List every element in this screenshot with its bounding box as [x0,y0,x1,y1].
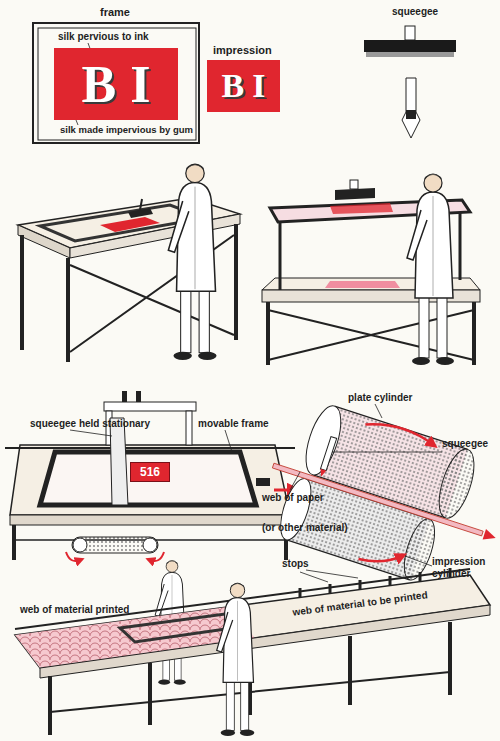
part-label: squeegee held stationary [30,418,150,430]
crossbar [104,402,196,411]
squeegee-blade [366,52,454,57]
part-label: (or other material) [262,522,348,534]
panel-number: 516 [131,463,169,481]
silk-area: BI [54,48,178,120]
worker [407,174,454,365]
table-apron [18,225,70,258]
stencil-letters: BI [54,48,178,120]
squeegee-holder [364,40,456,52]
squeegee-handle [350,180,358,189]
frame-handle [256,478,270,486]
stops [300,568,450,597]
frame-inner-edge [38,28,196,140]
frame-heading: frame [100,6,130,18]
leader-line [300,572,328,582]
cylinder-end [299,402,348,479]
table-apron [10,515,290,525]
cylinder-press [253,394,500,601]
print-image [100,217,160,232]
leader-line [306,570,358,578]
inner-squeegee [320,437,336,471]
movable-frame [40,452,256,505]
part-label: movable frame [198,418,269,430]
part-label: squeegee [442,438,488,450]
conveyor-belt [72,537,158,553]
squeegee-side-view [402,78,420,138]
clamp-knob [122,391,127,402]
table-top [10,445,290,515]
leader-line [70,430,112,436]
printed-letters: BI [207,60,280,112]
roller [73,538,87,552]
squeegee-handle [405,26,415,40]
squeegee-handle [140,199,142,210]
cylinder-end [432,445,481,522]
leader-line [290,472,300,490]
roller [143,538,157,552]
rotation-arrow [150,552,164,561]
squeegee-tip [318,469,326,478]
cylinder-end [275,475,318,543]
rotation-arrow [66,552,80,561]
upright [186,411,192,445]
table-apron [40,605,490,678]
part-label: silk pervious to ink [58,31,149,43]
motion-arrow [483,529,498,543]
leader-line [405,556,432,566]
part-label: squeegee [392,6,438,18]
part-label: web of paper [262,492,324,504]
part-label: web of material printed [20,604,129,616]
table-legs [14,525,286,560]
squeegee [335,188,375,200]
part-label: silk made impervious by gum [60,124,193,136]
print-panel: 516 [130,462,170,482]
print-image [325,281,400,288]
guide-rail [5,447,295,449]
worker [168,164,216,360]
worker [217,583,255,736]
leader-line [225,430,232,452]
impression-print: impressionBI [207,60,280,112]
part-label: impression cylinder [432,556,494,580]
part-label: plate cylinder [348,392,412,404]
impression-heading: impression [213,44,272,56]
rotation-arrow [358,544,401,572]
clamp-knob [136,391,141,402]
part-label: stops [282,558,309,570]
rotation-arrow [365,417,434,446]
part-label: web of material to be printed [292,589,429,619]
leader-line [332,452,442,453]
print-image [330,203,393,214]
stationary-squeegee [110,418,128,505]
squeegee-clamp [406,110,416,119]
leader-line [375,404,382,418]
